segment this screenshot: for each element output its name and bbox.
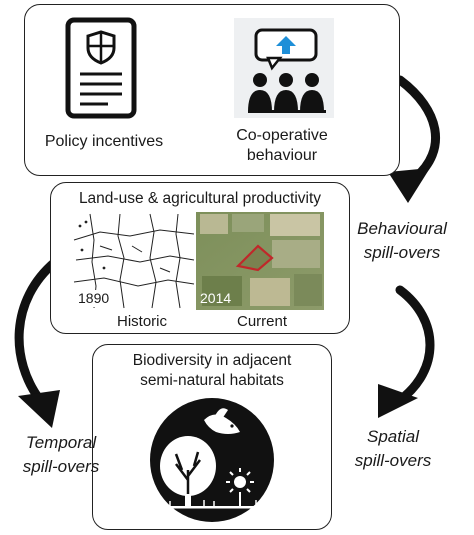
temporal-spillovers-line2: spill-overs [22, 457, 100, 476]
behavioural-spillovers-line1: Behavioural [357, 219, 447, 238]
behavioural-spillovers-line2: spill-overs [363, 243, 441, 262]
current-year-label: 2014 [200, 290, 232, 306]
land-use-title: Land-use & agricultural productivity [78, 190, 322, 207]
biodiversity-title-line2: semi-natural habitats [140, 372, 284, 389]
arrow-behavioural [388, 75, 441, 203]
cooperative-behaviour-label-line2: behaviour [246, 147, 318, 164]
biodiversity-title-line1: Biodiversity in adjacent [132, 352, 292, 369]
cooperative-behaviour-label-line1: Co-operative [236, 127, 328, 144]
arrow-temporal [14, 257, 60, 428]
spatial-spillovers-line1: Spatial [367, 427, 419, 446]
policy-incentives-label: Policy incentives [44, 133, 164, 150]
historic-label: Historic [116, 313, 167, 330]
temporal-spillovers-line1: Temporal [25, 433, 97, 452]
current-label: Current [236, 313, 288, 330]
historic-year-label: 1890 [78, 290, 118, 307]
spatial-spillovers-line2: spill-overs [354, 451, 432, 470]
arrow-spatial [378, 285, 435, 418]
